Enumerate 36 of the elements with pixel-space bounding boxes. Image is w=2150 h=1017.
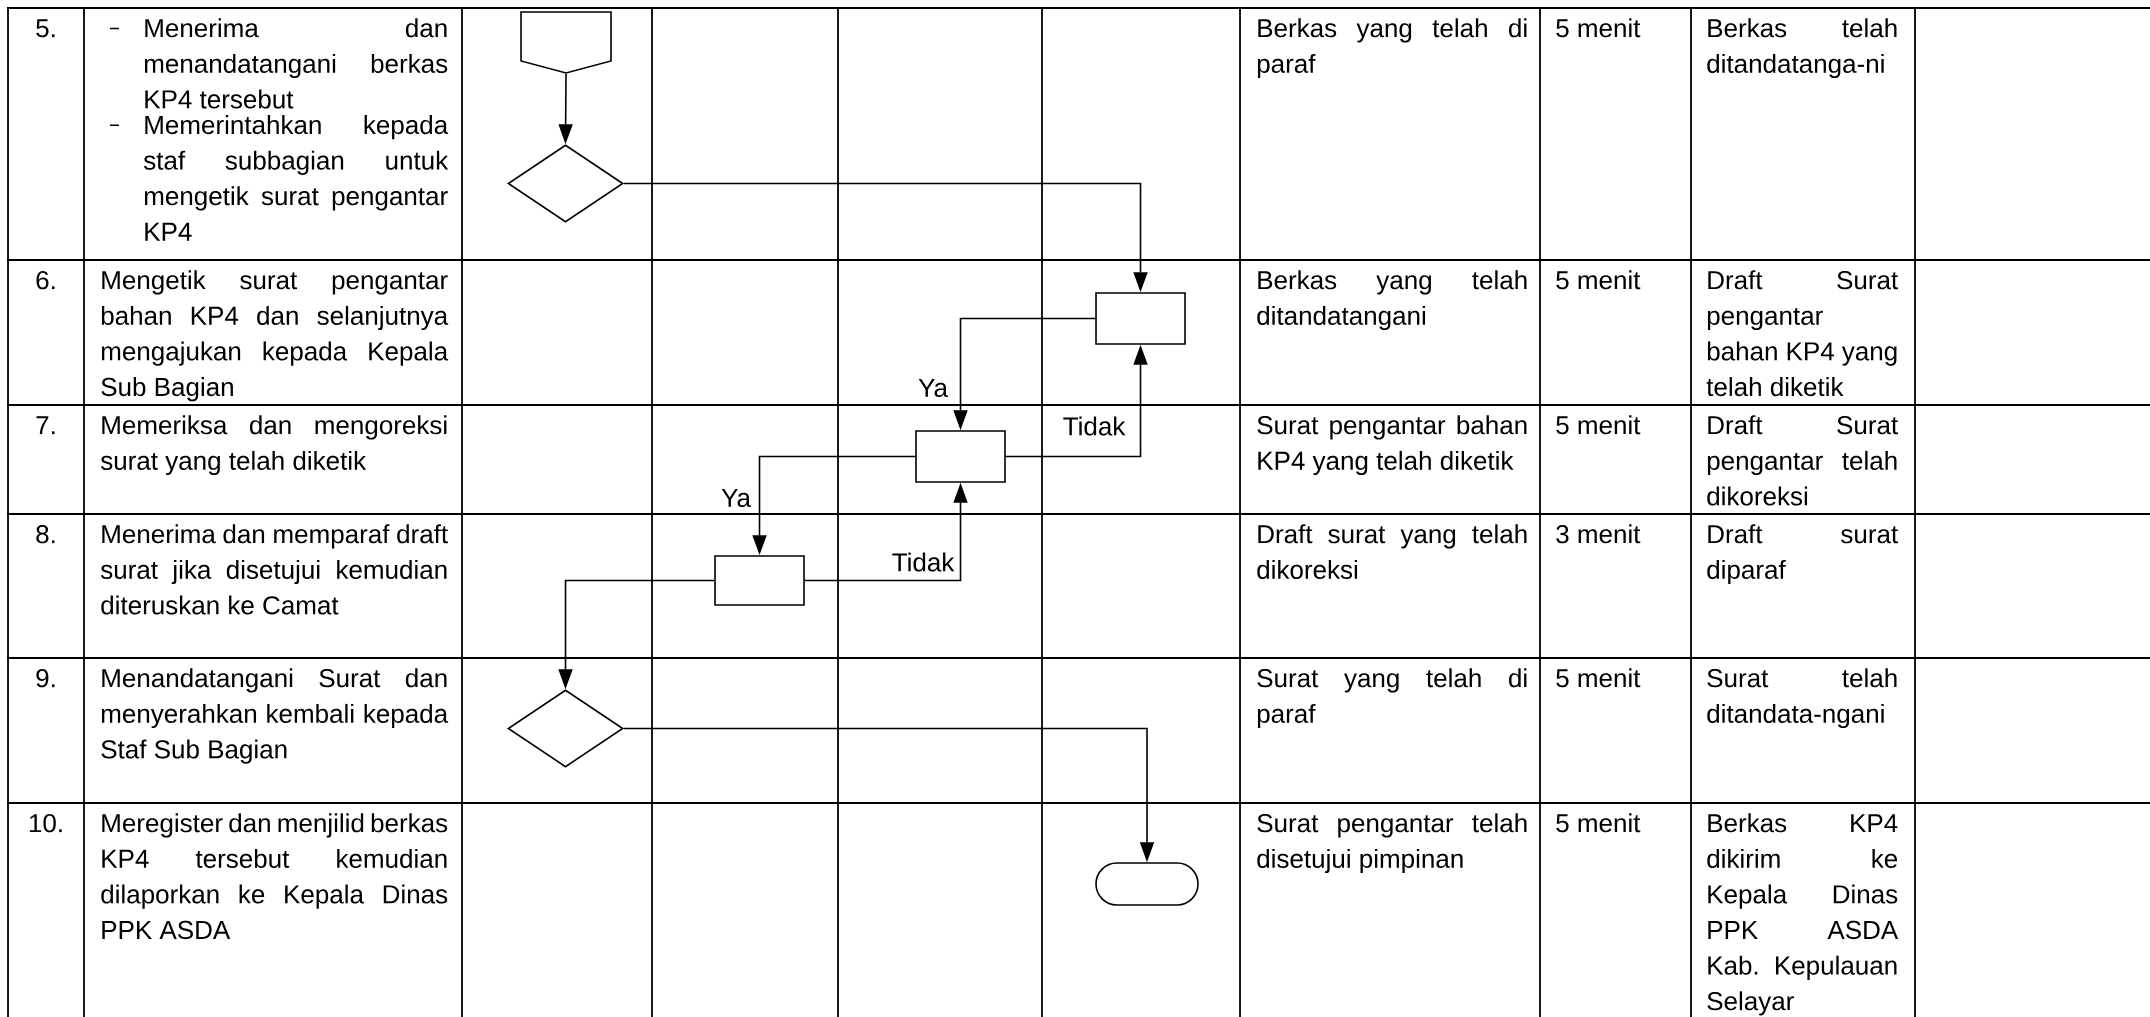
row-number: 10.	[29, 813, 62, 833]
time-text: 5 menit	[1556, 415, 1641, 435]
row-number: 7.	[36, 416, 55, 435]
terminator-shape	[1095, 862, 1199, 906]
output-text: Draft Surat pengantar telah dikoreksi	[1707, 415, 1898, 506]
time-text: 5 menit	[1556, 270, 1641, 290]
activity-text: Menandatangani Surat dan menyerahkan kembali kepada Staf Sub Bagian	[101, 668, 449, 764]
edge-label: Ya	[917, 377, 949, 399]
input-text: Draft surat yang telah dikoreksi	[1257, 524, 1527, 579]
offpage-connector	[520, 11, 612, 74]
time-text: 5 menit	[1556, 18, 1641, 38]
activity-text: Menerima dan menandatangani berkas KP4 tersebut	[144, 18, 448, 109]
edge-label: Ya	[720, 487, 752, 509]
output-text: Draft Surat pengantar bahan KP4 yang telah diketik	[1706, 270, 1898, 397]
row-number: 6.	[36, 270, 55, 290]
output-text: Surat telah ditandata-ngani	[1707, 668, 1897, 729]
process-box	[915, 430, 1006, 483]
process-box	[1095, 292, 1186, 345]
row-number: 8.	[36, 524, 55, 544]
activity-text: Memerintahkan kepada staf subbagian untuk mengetik surat pengantar KP4	[143, 115, 449, 241]
activity-text: Memeriksa dan mengoreksi surat yang telah diketik	[100, 415, 447, 476]
row-number: 9.	[36, 668, 55, 688]
time-text: 5 menit	[1556, 668, 1641, 688]
edge-label: Tidak	[890, 551, 956, 573]
row-number: 5.	[36, 19, 55, 38]
activity-text: Meregister dan menjilid berkas KP4 tersebut kemudian dilaporkan ke Kepala Dinas PPK ASDA	[101, 813, 448, 940]
output-text: Berkas telah ditandatanga-ni	[1707, 18, 1897, 79]
output-text: Draft surat diparaf	[1707, 524, 1898, 585]
edge-label: Tidak	[1061, 415, 1127, 437]
output-text: Berkas KP4 dikirim ke Kepala Dinas PPK ASDA Kab. Kepulauan Selayar	[1707, 813, 1899, 1016]
input-text: Berkas yang telah di paraf	[1257, 18, 1527, 79]
process-box	[714, 555, 805, 606]
time-text: 5 menit	[1556, 813, 1641, 833]
input-text: Surat pengantar bahan KP4 yang telah diketik	[1257, 415, 1527, 476]
input-text: Surat yang telah di paraf	[1257, 668, 1527, 729]
time-text: 3 menit	[1556, 524, 1641, 544]
